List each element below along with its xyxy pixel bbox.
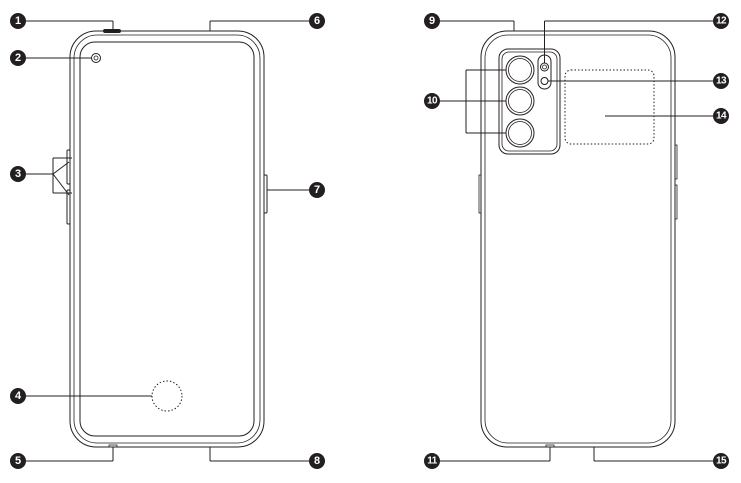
phone-front-view <box>67 29 267 447</box>
rear-camera-lens-2-inner <box>509 90 532 113</box>
power-button <box>264 175 267 213</box>
flash-lens-upper-inner <box>543 65 547 69</box>
callout-6-label: 6 <box>314 15 320 27</box>
callout-15: 15 <box>713 453 729 469</box>
callout-10: 10 <box>424 93 440 109</box>
callout-7-label: 7 <box>314 184 320 196</box>
callout-14: 14 <box>713 108 729 124</box>
callout-4-label: 4 <box>15 390 22 402</box>
back-bottom-port <box>546 445 554 447</box>
volume-up-button <box>67 150 70 184</box>
rear-camera-lens-2 <box>506 87 534 115</box>
fingerprint-sensor <box>152 381 182 411</box>
callout-4: 4 <box>10 388 26 404</box>
callout-10-label: 10 <box>427 96 438 107</box>
callout-9: 9 <box>424 13 440 29</box>
callout-6: 6 <box>309 13 325 29</box>
callout-5-label: 5 <box>15 455 21 467</box>
callout-12-label: 12 <box>716 16 727 27</box>
back-side-button-left <box>479 175 481 213</box>
front-camera-lens <box>94 56 98 60</box>
rear-camera-lens-3-inner <box>509 122 532 145</box>
front-screen <box>80 42 254 436</box>
leader-3a <box>25 162 69 174</box>
back-body-outline <box>481 31 675 447</box>
callout-9-label: 9 <box>429 15 435 27</box>
flash-lens-upper <box>541 63 549 71</box>
callout-14-label: 14 <box>716 111 727 122</box>
back-side-button-right-upper <box>675 145 677 179</box>
callout-5: 5 <box>10 453 26 469</box>
flash-lens-lower <box>541 78 548 85</box>
front-frame-outline <box>74 35 260 443</box>
callout-3: 3 <box>10 166 26 182</box>
callout-2-label: 2 <box>15 52 21 64</box>
earpiece <box>103 29 121 33</box>
callout-11-label: 11 <box>427 456 438 467</box>
callout-7: 7 <box>309 182 325 198</box>
callout-1: 1 <box>10 13 26 29</box>
back-side-button-right-lower <box>675 185 677 219</box>
callout-11: 11 <box>424 453 440 469</box>
back-frame-outline <box>485 35 671 443</box>
leader-lines <box>25 21 714 461</box>
callout-12: 12 <box>713 13 729 29</box>
callout-13-label: 13 <box>716 76 727 87</box>
callout-1-label: 1 <box>15 15 21 27</box>
phone-back-view <box>479 31 677 447</box>
callout-15-label: 15 <box>716 456 727 467</box>
front-bottom-port <box>109 445 117 447</box>
front-body-outline <box>70 31 264 447</box>
callout-3-label: 3 <box>15 168 21 180</box>
rear-camera-lens-1-inner <box>509 59 532 82</box>
rear-camera-lens-3 <box>506 119 534 147</box>
front-camera-icon <box>92 54 101 63</box>
callout-8: 8 <box>309 453 325 469</box>
rear-camera-lens-1 <box>506 56 534 84</box>
callout-2: 2 <box>10 50 26 66</box>
callout-13: 13 <box>713 73 729 89</box>
callout-8-label: 8 <box>314 455 320 467</box>
